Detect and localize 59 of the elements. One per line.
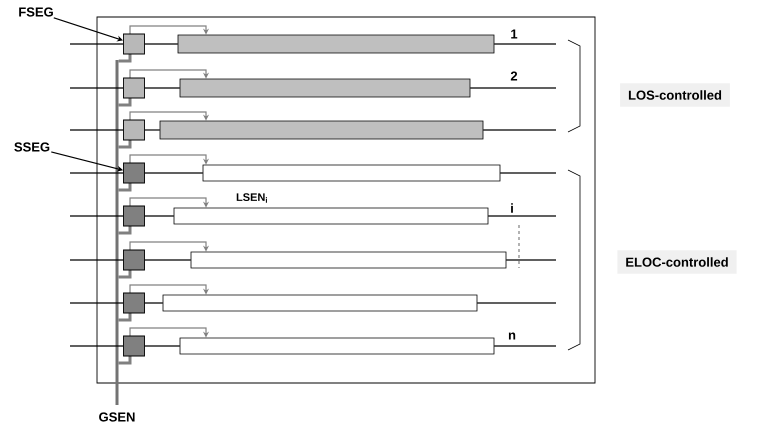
line: [144, 259, 191, 261]
line: [70, 215, 124, 217]
line: [70, 259, 124, 261]
line: [144, 87, 180, 89]
line: [70, 43, 124, 45]
segment-bar: [180, 338, 494, 354]
line: [494, 345, 556, 347]
line: [118, 54, 132, 62]
group-label: LOS-controlled: [620, 83, 730, 107]
switch-box: [123, 78, 145, 98]
line: [118, 270, 132, 278]
bus-line: GSEN: [99, 60, 135, 422]
segment-bar: [174, 208, 488, 224]
line: [70, 129, 124, 131]
line: [118, 226, 132, 234]
segment-bar: [178, 34, 494, 54]
line: [144, 215, 174, 217]
line: [118, 140, 132, 148]
line: [70, 345, 124, 347]
line: [70, 87, 124, 89]
line: [488, 215, 556, 217]
line: [70, 172, 124, 174]
switch-box: [123, 336, 145, 356]
switch-box: [123, 162, 145, 184]
callout-text: FSEG: [19, 7, 53, 17]
row-number: i: [511, 203, 513, 213]
line: [470, 87, 556, 89]
switch-box: [123, 120, 145, 140]
switch-box: [123, 250, 145, 270]
switch-box: [123, 292, 145, 314]
line: [144, 43, 178, 45]
segment-bar: [160, 120, 484, 140]
signal-label: LSEN$_{i}$: [236, 193, 267, 203]
line: [144, 172, 203, 174]
line: [483, 129, 556, 131]
switch-box: [123, 34, 145, 54]
line: [118, 356, 132, 364]
line: [494, 43, 556, 45]
row-number: 2: [510, 71, 518, 81]
line: [144, 129, 160, 131]
segment-bar: [190, 252, 506, 268]
line: [118, 313, 132, 322]
line: [70, 302, 124, 304]
row-number: n: [508, 332, 516, 340]
segment-bar: [180, 78, 470, 98]
line: [118, 183, 132, 192]
line: [144, 345, 180, 347]
line: [118, 98, 132, 106]
segment-bar: [162, 294, 478, 312]
line: [477, 302, 556, 304]
line: [144, 302, 163, 304]
frame-box: [96, 16, 596, 384]
switch-box: [123, 206, 145, 226]
row-number: 1: [511, 30, 518, 38]
line: [500, 172, 556, 174]
line: [506, 259, 556, 261]
callout-text: SSEG: [14, 142, 50, 152]
segment-bar: [202, 164, 500, 182]
group-label: ELOC-controlled: [617, 250, 737, 274]
